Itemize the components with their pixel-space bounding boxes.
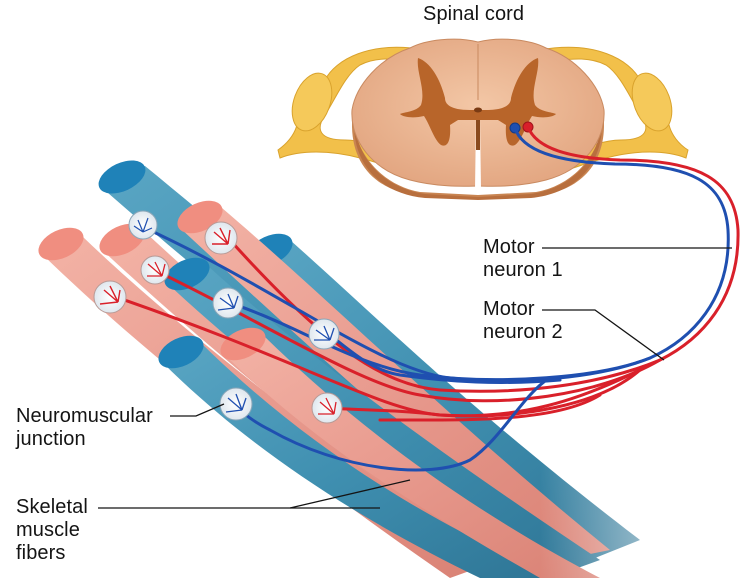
- motor-neuron-2-axons: [108, 125, 740, 422]
- neuromuscular-junctions: [93, 210, 343, 424]
- nmj-red: [204, 221, 238, 255]
- nmj-red: [311, 392, 343, 424]
- motor-neuron-2-label: Motor neuron 2: [483, 298, 563, 343]
- leader-lines: [98, 247, 732, 509]
- nmj-blue: [212, 287, 244, 319]
- nmj-blue: [219, 387, 253, 421]
- muscle-fiber-red: [178, 208, 610, 560]
- neuromuscular-junction-label: Neuromuscular junction: [16, 405, 153, 450]
- nmj-blue: [128, 210, 158, 240]
- skeletal-muscle-fibers-label: Skeletal muscle fibers: [16, 496, 88, 564]
- nmj-red: [93, 280, 127, 314]
- motor-neuron-1-axons: [143, 126, 730, 472]
- muscle-fiber-blue: [160, 344, 560, 578]
- muscle-fiber-red: [222, 336, 600, 578]
- nmj-blue: [308, 318, 340, 350]
- nmj-red: [140, 255, 170, 285]
- leader-line-neuromuscular-junction: [170, 403, 225, 417]
- spinal-cord: [351, 38, 605, 200]
- motor-neuron-1-label: Motor neuron 1: [483, 236, 563, 281]
- muscle-fiber-blue: [166, 266, 600, 578]
- spinal-cord-label: Spinal cord: [423, 3, 525, 25]
- leader-line-motor-neuron-2: [542, 309, 665, 361]
- spinal-nerves: [277, 46, 689, 173]
